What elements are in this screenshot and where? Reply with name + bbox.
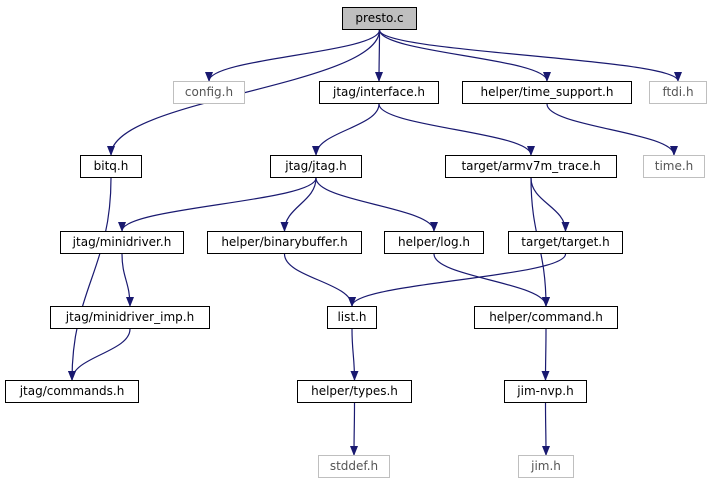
edge-log-to-command	[433, 253, 550, 307]
node-target-target-h[interactable]: target/target.h	[508, 231, 623, 254]
edge-armv7m_trace-to-target	[530, 177, 570, 232]
node-jtag-commands-h[interactable]: jtag/commands.h	[5, 380, 139, 403]
node-ftdi-h[interactable]: ftdi.h	[649, 81, 707, 104]
node-jim-h[interactable]: jim.h	[518, 455, 574, 478]
node-jtag-minidriver-h[interactable]: jtag/minidriver.h	[60, 231, 184, 254]
edge-presto-to-config	[205, 29, 381, 82]
edge-list-to-types	[350, 328, 359, 381]
edge-binarybuffer-to-list	[283, 253, 356, 307]
node-jtag-interface-h[interactable]: jtag/interface.h	[319, 81, 439, 104]
edge-bitq-to-commands	[68, 177, 112, 381]
edge-jtag-to-log	[315, 177, 438, 232]
node-helper-types-h[interactable]: helper/types.h	[297, 380, 412, 403]
node-list-h[interactable]: list.h	[327, 306, 377, 329]
edge-command-to-jim_nvp	[541, 328, 550, 381]
node-target-armv7m-trace-h[interactable]: target/armv7m_trace.h	[445, 155, 617, 178]
edge-jtag-to-binarybuffer	[280, 177, 317, 232]
node-helper-time-support-h[interactable]: helper/time_support.h	[462, 81, 632, 104]
edge-interface-to-jtag	[312, 103, 380, 156]
node-helper-log-h[interactable]: helper/log.h	[384, 231, 484, 254]
edge-minidriver_imp-to-commands	[68, 328, 131, 381]
node-jtag-jtag-h[interactable]: jtag/jtag.h	[270, 155, 362, 178]
node-stddef-h[interactable]: stddef.h	[318, 455, 390, 478]
edge-jtag-to-minidriver	[118, 177, 317, 232]
node-helper-binarybuffer-h[interactable]: helper/binarybuffer.h	[207, 231, 362, 254]
edge-presto-to-time_support	[378, 29, 551, 82]
node-presto-c[interactable]: presto.c	[342, 7, 417, 30]
node-config-h[interactable]: config.h	[173, 81, 245, 104]
edge-types-to-stddef	[350, 402, 359, 456]
edge-interface-to-armv7m_trace	[378, 103, 535, 156]
edge-jim_nvp-to-jim	[541, 402, 550, 456]
node-helper-command-h[interactable]: helper/command.h	[474, 306, 618, 329]
node-bitq-h[interactable]: bitq.h	[80, 155, 142, 178]
edge-presto-to-ftdi	[378, 29, 682, 82]
node-jtag-minidriver-imp-h[interactable]: jtag/minidriver_imp.h	[50, 306, 210, 329]
node-time-h[interactable]: time.h	[643, 155, 705, 178]
node-jim-nvp-h[interactable]: jim-nvp.h	[504, 380, 587, 403]
edge-presto-to-bitq	[107, 29, 381, 156]
edge-presto-to-interface	[375, 29, 384, 82]
edge-time_support-to-time	[546, 103, 678, 156]
edge-target-to-list	[348, 253, 567, 307]
edge-minidriver-to-minidriver_imp	[121, 253, 134, 307]
